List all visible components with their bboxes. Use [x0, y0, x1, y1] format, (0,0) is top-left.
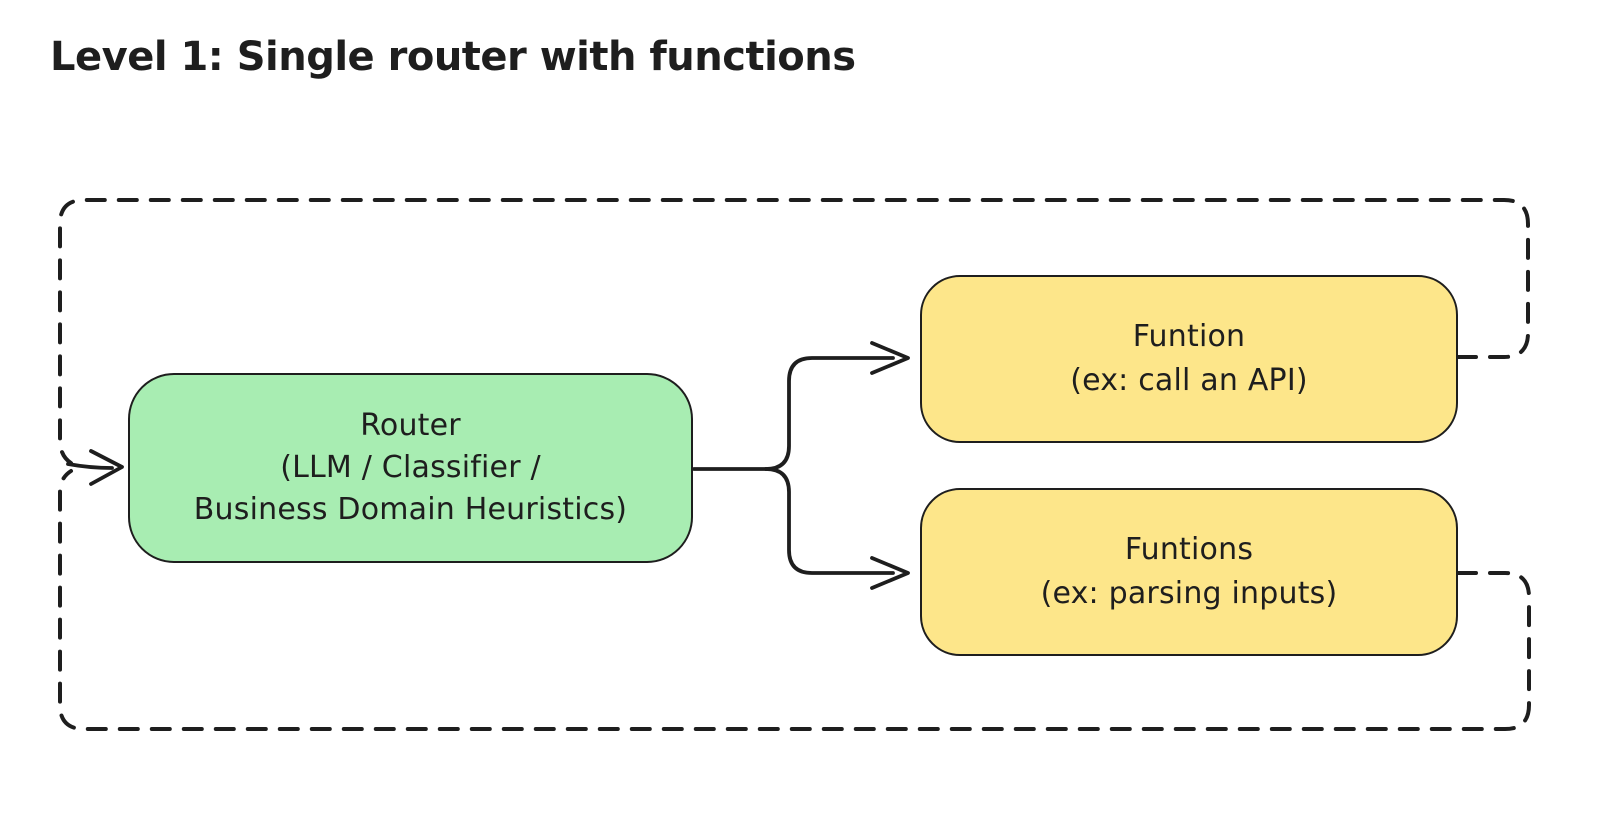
function-top-node-label: Funtion (ex: call an API) — [1070, 315, 1308, 403]
edge-router-to-function-top — [764, 356, 895, 471]
function-bottom-node-label: Funtions (ex: parsing inputs) — [1041, 528, 1338, 616]
router-line-2: (LLM / Classifier / — [280, 450, 541, 485]
function-bottom-node: Funtions (ex: parsing inputs) — [920, 488, 1458, 656]
function-top-node: Funtion (ex: call an API) — [920, 275, 1458, 443]
edge-feedback-top-loop — [58, 198, 1530, 465]
function-bottom-line-2: (ex: parsing inputs) — [1040, 576, 1338, 611]
function-bottom-line-1: Funtions — [1124, 532, 1254, 567]
router-line-1: Router — [360, 408, 461, 443]
router-node: Router (LLM / Classifier / Business Doma… — [128, 373, 693, 563]
edge-input-arrowhead — [89, 449, 124, 486]
edge-router-to-function-bottom — [764, 467, 895, 575]
edge-function-top-arrowhead — [870, 341, 910, 375]
edge-function-bottom-arrowhead — [870, 556, 910, 590]
function-top-line-1: Funtion — [1132, 319, 1246, 354]
edge-feedback-bottom-loop — [58, 469, 1531, 731]
router-line-3: Business Domain Heuristics) — [193, 492, 628, 527]
function-top-line-2: (ex: call an API) — [1070, 363, 1308, 398]
diagram-title: Level 1: Single router with functions — [50, 34, 856, 80]
edge-input-arrow-line — [66, 462, 114, 470]
router-node-label: Router (LLM / Classifier / Business Doma… — [194, 405, 627, 531]
